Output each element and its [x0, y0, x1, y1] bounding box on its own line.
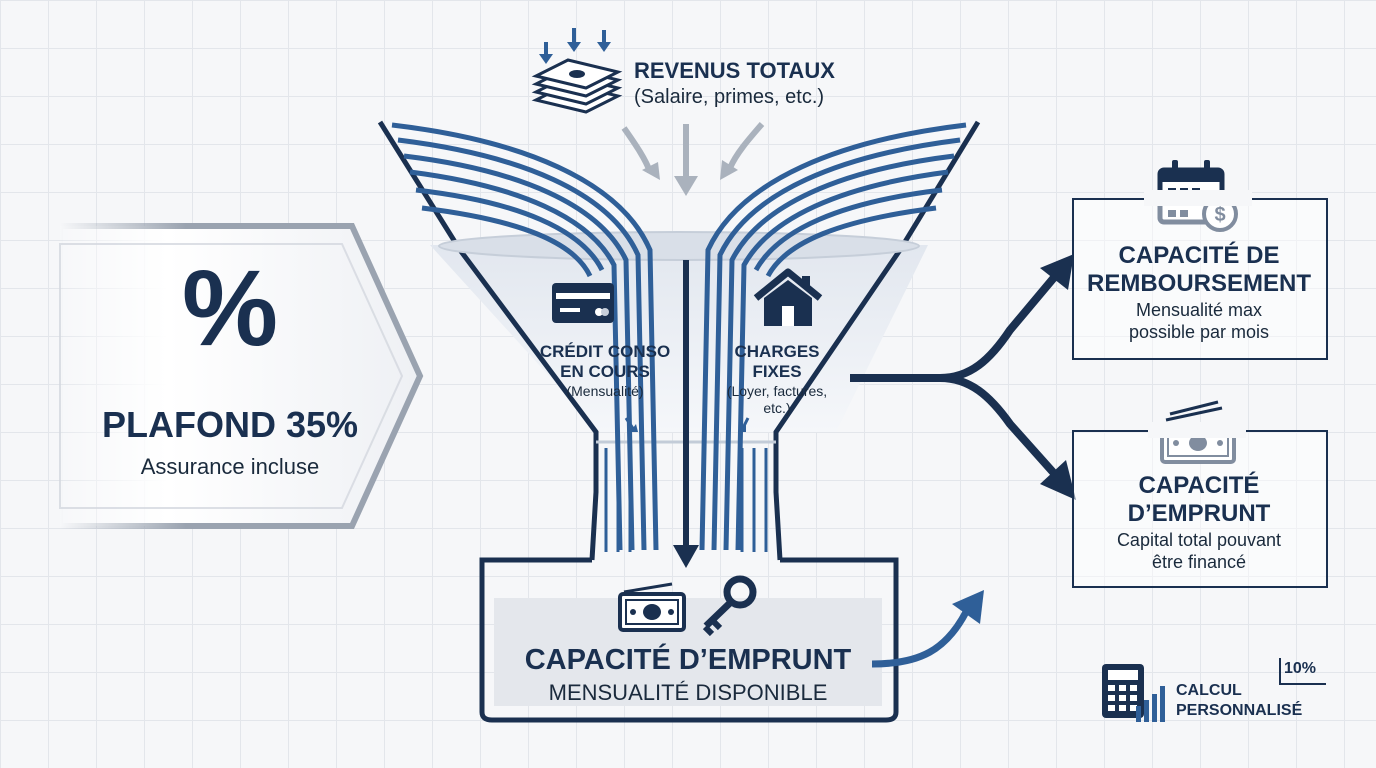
result-arrow — [871, 590, 984, 668]
ceiling-subtitle: Assurance incluse — [140, 454, 320, 479]
income-title: REVENUS TOTAUX — [634, 58, 835, 83]
charges-title-line2: FIXES — [752, 362, 802, 381]
banknote-icon — [618, 582, 686, 632]
loan-title-line2: D’EMPRUNT — [1127, 500, 1271, 527]
credit-title-line1: CRÉDIT CONSO — [539, 342, 671, 361]
ceiling-panel — [57, 223, 424, 529]
key-icon — [702, 575, 757, 637]
calculator-icon — [1102, 658, 1326, 722]
repayment-title-line2: REMBOURSEMENT — [1086, 270, 1311, 297]
loan-desc-line2: être financé — [1151, 552, 1247, 572]
calc-title-line1: CALCUL — [1176, 682, 1242, 699]
charges-note-line2: etc.) — [763, 400, 791, 416]
percent-symbol: % — [181, 247, 279, 368]
loan-desc-line1: Capital total pouvant — [1116, 530, 1282, 550]
credit-note: (Mensualité) — [566, 383, 644, 399]
result-subtitle: MENSUALITÉ DISPONIBLE — [548, 680, 828, 705]
calc-title-line2: PERSONNALISÉ — [1176, 702, 1303, 719]
repayment-title-line1: CAPACITÉ DE — [1118, 242, 1280, 269]
charges-note-line1: (Loyer, factures, — [726, 383, 828, 399]
money-stack-icon — [531, 28, 623, 114]
svg-text:$: $ — [1214, 204, 1225, 226]
loan-title-line1: CAPACITÉ — [1138, 472, 1260, 499]
split-arrows — [850, 254, 1076, 500]
charges-title-line1: CHARGES — [734, 342, 820, 361]
income-arrows — [621, 122, 765, 196]
output-box-repayment — [1072, 198, 1328, 360]
repayment-desc-line2: possible par mois — [1128, 322, 1270, 342]
result-title: CAPACITÉ D’EMPRUNT — [524, 644, 852, 676]
ceiling-title: PLAFOND 35% — [101, 404, 359, 445]
credit-title-line2: EN COURS — [560, 362, 650, 381]
repayment-desc-line1: Mensualité max — [1135, 300, 1263, 320]
credit-card-icon — [552, 283, 614, 323]
income-subtitle: (Salaire, primes, etc.) — [634, 86, 825, 108]
house-icon — [753, 268, 823, 326]
calc-rate: 10% — [1284, 660, 1317, 677]
